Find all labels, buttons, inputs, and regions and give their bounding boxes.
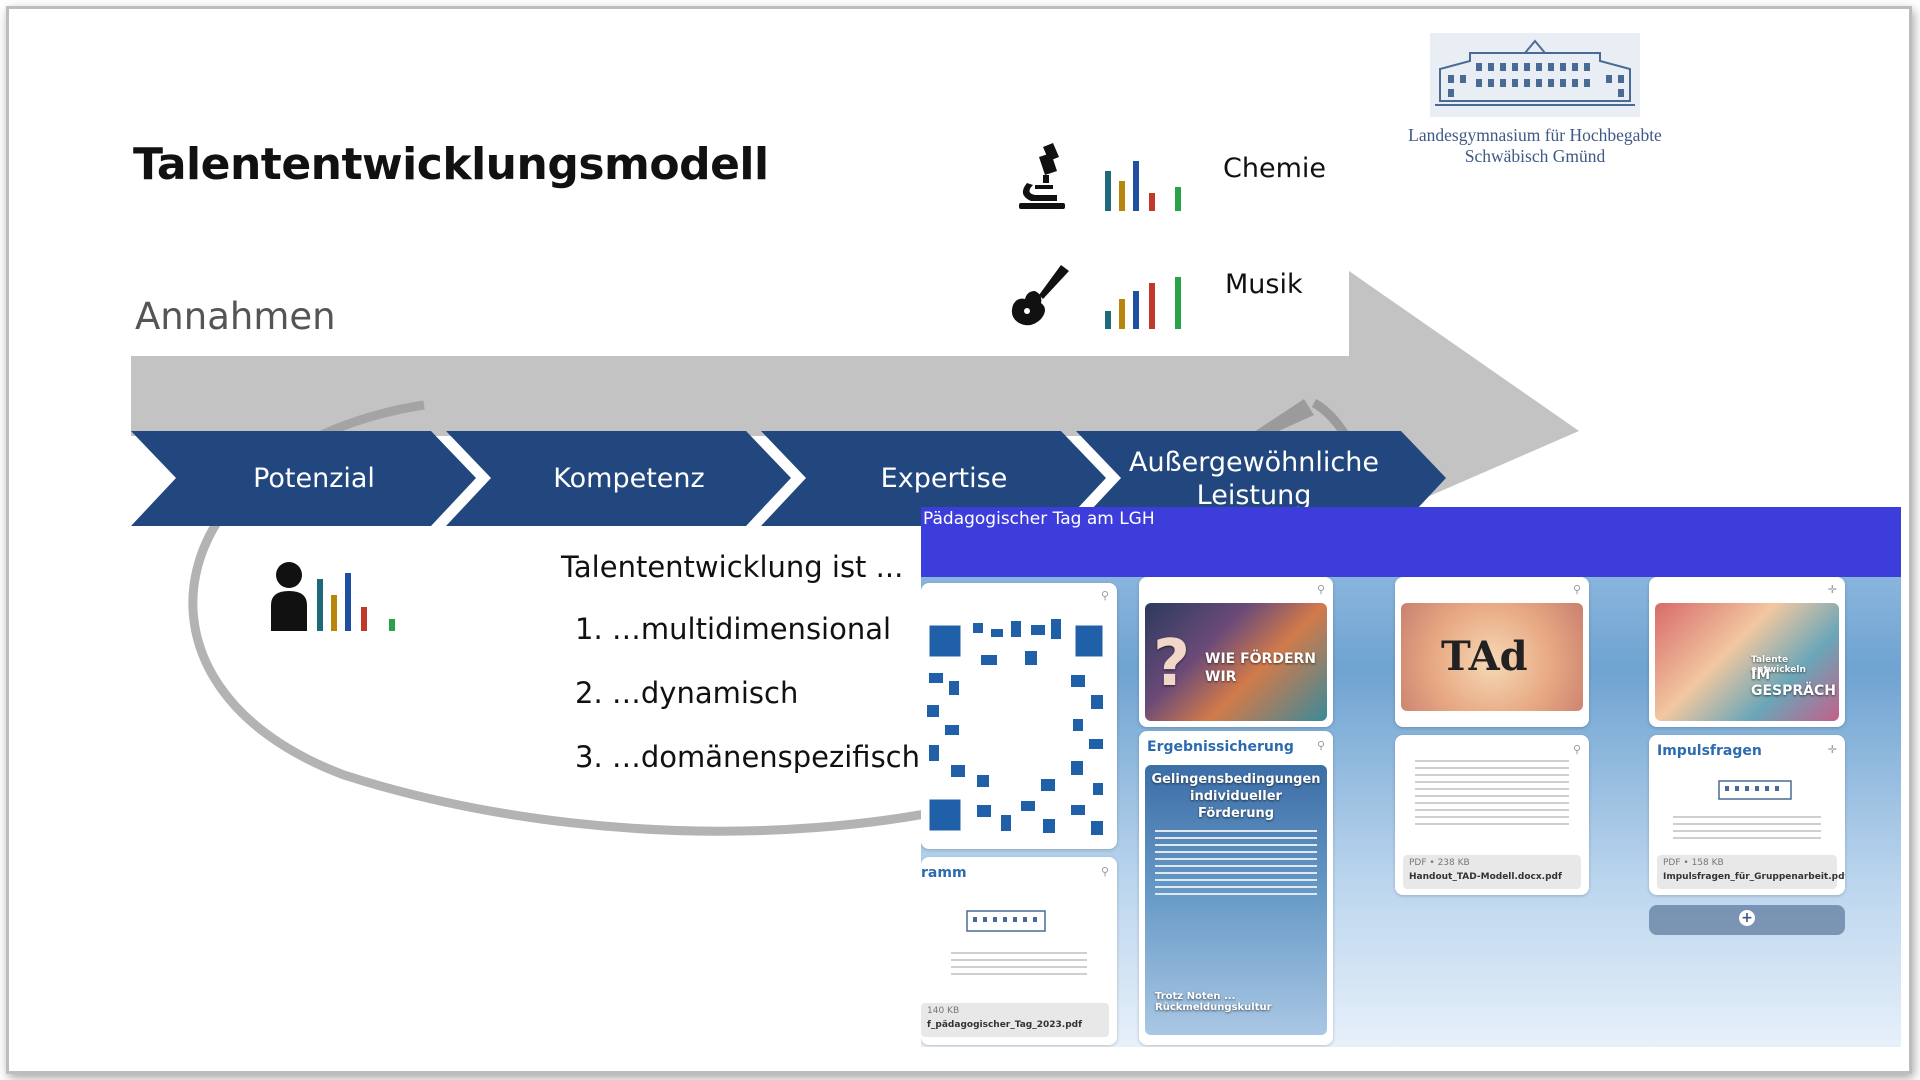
- qr-card[interactable]: ⚲: [921, 583, 1117, 849]
- document-preview: [951, 947, 1087, 980]
- guitar-icon: [1011, 265, 1069, 326]
- impulsfragen-file-name[interactable]: Impulsfragen_für_Gruppenarbeit.pdf: [1663, 872, 1845, 882]
- stage-kompetenz: Kompetenz: [553, 463, 705, 494]
- add-post-button[interactable]: +: [1649, 905, 1845, 935]
- tad-thumbnail: TAd: [1401, 603, 1583, 711]
- school-building-logo: [966, 910, 1046, 932]
- search-icon[interactable]: ⚲: [1572, 583, 1581, 596]
- expand-icon[interactable]: ✛: [1827, 743, 1837, 756]
- search-icon[interactable]: ⚲: [1100, 865, 1109, 878]
- gespraech-line2: IM GESPRÄCH: [1751, 667, 1837, 699]
- plus-icon: +: [1739, 910, 1755, 926]
- search-icon[interactable]: ⚲: [1100, 589, 1109, 602]
- slide-subtitle: Annahmen: [135, 295, 336, 338]
- ergebnissicherung-head: Ergebnissicherung: [1147, 739, 1294, 755]
- expand-icon[interactable]: ✛: [1827, 583, 1837, 596]
- impulsfragen-head: Impulsfragen: [1657, 743, 1762, 759]
- domain-label-chemie: Chemie: [1223, 153, 1326, 184]
- school-name-line1: Landesgymnasium für Hochbegabte: [1408, 125, 1662, 145]
- talent-item-3: 3. …domänenspezifisch: [575, 740, 920, 774]
- ergebnissicherung-card[interactable]: Ergebnissicherung ⚲ Gelingensbedingungen…: [1139, 731, 1333, 1045]
- school-logo: Landesgymnasium für Hochbegabte Schwäbis…: [1385, 33, 1685, 167]
- microscope-icon: [1019, 143, 1065, 209]
- impulsfragen-file-meta: PDF • 158 KB: [1663, 858, 1724, 868]
- ergebnissicherung-heading: Gelingensbedingungen individueller Förde…: [1151, 772, 1321, 821]
- qr-code-icon: [921, 615, 1111, 843]
- talent-item-1: 1. …multidimensional: [575, 612, 892, 646]
- domain-profile-bars-musik-icon: [1105, 277, 1181, 329]
- tad-thumbnail-text: TAd: [1441, 633, 1528, 680]
- handout-file-name[interactable]: Handout_TAD-Modell.docx.pdf: [1409, 872, 1562, 882]
- program-card-head: ramm: [921, 865, 967, 881]
- gespraech-thumbnail: Talente entwickeln IM GESPRÄCH: [1655, 603, 1839, 721]
- wie-foerdern-card[interactable]: ⚲ ? WIE FÖRDERN WIR: [1139, 577, 1333, 727]
- impulsfragen-preview: [1673, 811, 1821, 844]
- handout-preview: [1415, 755, 1569, 830]
- tad-card[interactable]: ⚲ TAd: [1395, 577, 1589, 727]
- domain-profile-bars-chemie-icon: [1105, 161, 1181, 211]
- ergebnissicherung-lines: [1155, 825, 1317, 900]
- board-title: Pädagogischer Tag am LGH: [923, 509, 1155, 529]
- stage-potenzial: Potenzial: [253, 463, 375, 494]
- wie-foerdern-thumbnail: ? WIE FÖRDERN WIR: [1145, 603, 1327, 721]
- stage-aussergewoehnliche-leistung: Außergewöhnliche Leistung: [1129, 446, 1379, 511]
- domain-label-musik: Musik: [1225, 269, 1303, 300]
- question-mark-icon: ?: [1153, 627, 1191, 701]
- program-file-footer: 140 KB f_pädagogischer_Tag_2023.pdf: [921, 1003, 1109, 1037]
- program-file-name[interactable]: f_pädagogischer_Tag_2023.pdf: [927, 1020, 1083, 1030]
- padlet-board: Pädagogischer Tag am LGH ⚲: [921, 507, 1901, 1047]
- talent-item-2: 2. …dynamisch: [575, 676, 799, 710]
- wie-foerdern-line1: WIE FÖRDERN: [1205, 651, 1317, 667]
- search-icon[interactable]: ⚲: [1572, 743, 1581, 756]
- ergebnissicherung-thumbnail: Gelingensbedingungen individueller Förde…: [1145, 765, 1327, 1035]
- school-name: Landesgymnasium für Hochbegabte Schwäbis…: [1385, 125, 1685, 167]
- school-name-line2: Schwäbisch Gmünd: [1464, 146, 1606, 166]
- ergebnissicherung-closing: Trotz Noten ... Rückmeldungskultur: [1155, 991, 1272, 1013]
- handout-file-meta: PDF • 238 KB: [1409, 858, 1470, 868]
- handout-card[interactable]: ⚲ PDF • 238 KB Handout_TAD-Modell.docx.p…: [1395, 735, 1589, 895]
- impulsfragen-card[interactable]: Impulsfragen ✛ PDF • 158 KB Impulsfragen…: [1649, 735, 1845, 895]
- stage-expertise: Expertise: [880, 463, 1008, 494]
- talent-heading: Talententwicklung ist ...: [561, 550, 904, 584]
- person-profile-icon: [271, 562, 395, 631]
- search-icon[interactable]: ⚲: [1316, 583, 1325, 596]
- gespraech-card[interactable]: ✛ Talente entwickeln IM GESPRÄCH: [1649, 577, 1845, 727]
- school-building-logo: [1718, 780, 1792, 800]
- handout-file-footer: PDF • 238 KB Handout_TAD-Modell.docx.pdf: [1403, 855, 1581, 889]
- wie-foerdern-line2: WIR: [1205, 669, 1237, 685]
- impulsfragen-file-footer: PDF • 158 KB Impulsfragen_für_Gruppenarb…: [1657, 855, 1845, 889]
- program-card[interactable]: ramm ⚲ 140 KB f_pädagogischer_Tag_2023.p…: [921, 857, 1117, 1045]
- board-header: Pädagogischer Tag am LGH: [921, 507, 1901, 577]
- gespraech-line1: Talente entwickeln: [1751, 655, 1806, 675]
- slide-title: Talententwicklungsmodell: [133, 139, 769, 190]
- search-icon[interactable]: ⚲: [1316, 739, 1325, 752]
- presentation-slide: Talententwicklungsmodell Annahmen Landes…: [6, 6, 1912, 1074]
- program-file-meta: 140 KB: [927, 1006, 960, 1016]
- stage-chevrons: [131, 431, 1446, 526]
- school-building-logo: [1430, 33, 1640, 117]
